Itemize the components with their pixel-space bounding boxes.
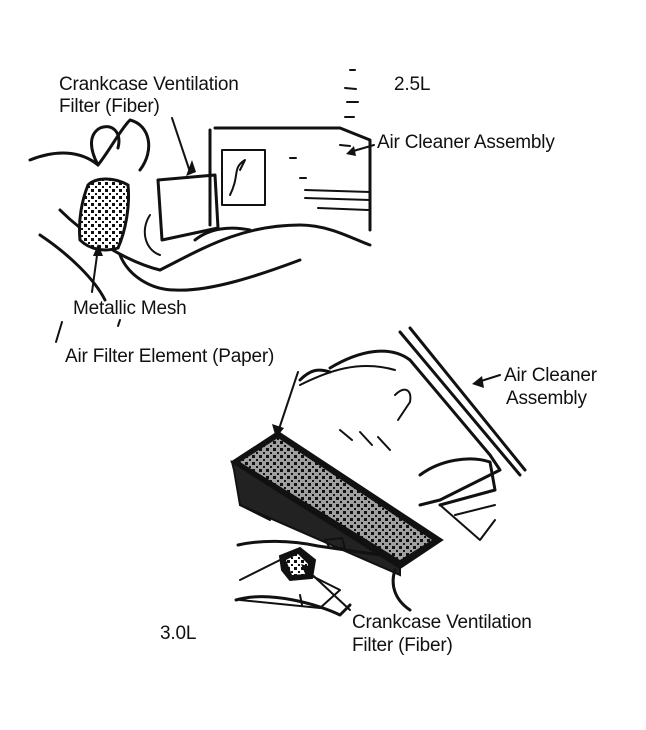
leader-air-filter-paper-arrow (272, 424, 284, 438)
crankcase-filter-3-0l-label-line1: Crankcase Ventilation (352, 612, 532, 633)
crankcase-filter-fiber-2-5l (143, 173, 220, 256)
air-filter-paper-label: Air Filter Element (Paper) (65, 346, 275, 367)
metallic-mesh-label: Metallic Mesh (73, 298, 187, 319)
metallic-mesh (78, 177, 130, 252)
air-cleaner-housing-2-5l (208, 69, 372, 232)
stray-mark (55, 319, 121, 343)
engine-3-0l-label: 3.0L (160, 623, 197, 644)
crankcase-filter-2-5l-label-line2: Filter (Fiber) (59, 96, 160, 117)
air-cleaner-housing-3-0l (299, 326, 527, 541)
leader-air-cleaner-3-0l-arrow (472, 376, 484, 388)
air-filter-element-paper (230, 430, 444, 577)
air-cleaner-3-0l-label-line2: Assembly (506, 388, 587, 409)
air-cleaner-3-0l-label-line1: Air Cleaner (504, 365, 597, 386)
crankcase-filter-2-5l-label-line1: Crankcase Ventilation (59, 74, 239, 95)
hand-illustration-2-5l (28, 118, 372, 302)
leader-crankcase-2-5l-arrow (186, 160, 196, 176)
hand-illustration-3-0l (234, 368, 352, 617)
leader-metallic-mesh-arrow (93, 244, 103, 256)
air-cleaner-2-5l-label: Air Cleaner Assembly (377, 132, 555, 153)
leader-crankcase-3-0l (304, 567, 351, 611)
leader-air-filter-paper (277, 371, 299, 433)
leader-air-cleaner-2-5l-arrow (346, 146, 356, 156)
leader-crankcase-3-0l-arrow (301, 564, 314, 576)
crankcase-filter-fiber-3-0l (278, 546, 317, 582)
crankcase-filter-3-0l-label-line2: Filter (Fiber) (352, 635, 453, 656)
leader-crankcase-2-5l (171, 117, 191, 173)
illustration-2-5l (28, 69, 375, 343)
lower-engine-area-3-0l (236, 537, 412, 612)
illustration-3-0l (230, 326, 527, 617)
engine-2-5l-label: 2.5L (394, 74, 431, 95)
